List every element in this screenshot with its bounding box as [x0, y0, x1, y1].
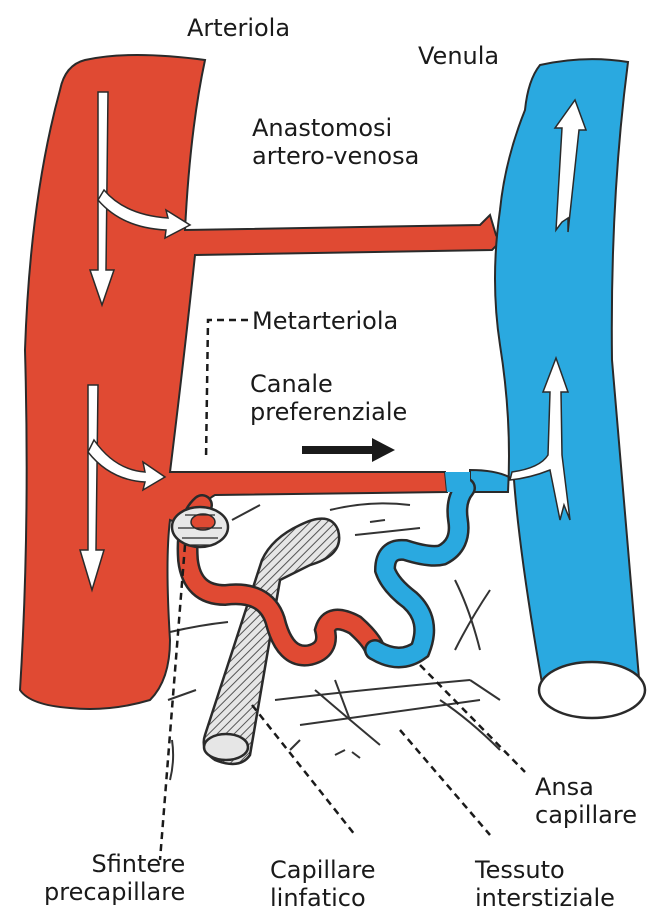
venule-end	[537, 660, 647, 720]
label-venula: Venula	[418, 42, 500, 70]
venule-flow-arrows	[509, 98, 588, 521]
label-arteriola: Arteriola	[187, 14, 291, 42]
label-metarteriola: Metarteriola	[252, 307, 399, 335]
interstitial-fibers	[167, 502, 501, 781]
arteriole-flow-arrows	[78, 91, 192, 593]
precapillary-sphincter	[170, 505, 230, 549]
preferential-flow-arrow	[302, 438, 395, 462]
lymphatic-capillary	[202, 517, 341, 766]
leader-lines	[158, 318, 526, 861]
